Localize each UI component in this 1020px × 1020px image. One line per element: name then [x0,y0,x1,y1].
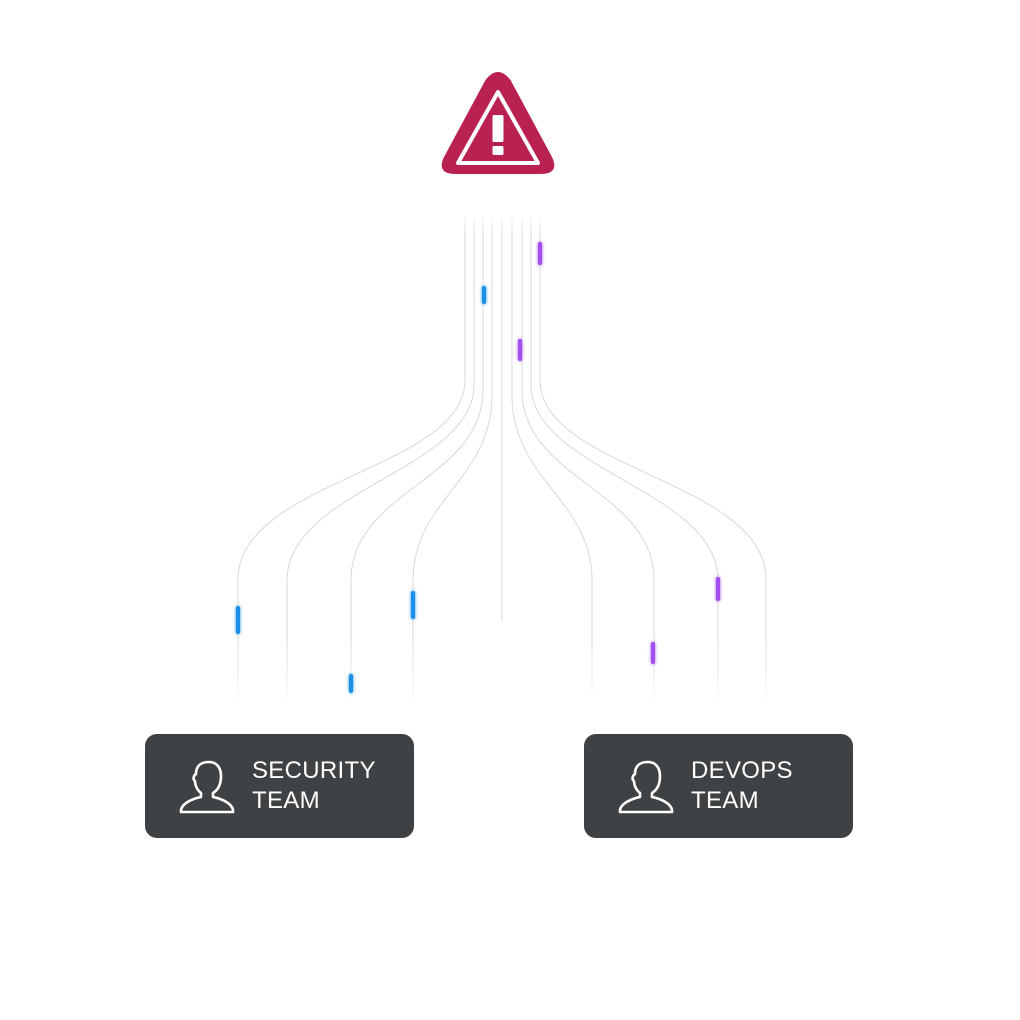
team-label-line2: TEAM [252,787,320,814]
warning-exclamation-dot [492,146,504,155]
devops-team-card: DEVOPS TEAM [584,734,853,838]
flow-line [237,217,466,700]
flow-fade-top [440,210,570,232]
flow-line [521,217,655,700]
user-icon [179,760,235,814]
warning-exclamation-bar [492,115,504,142]
team-label-line2: TEAM [691,787,759,814]
devops-team-label: DEVOPS TEAM [691,756,793,816]
signal-pulses [236,242,720,693]
flow-fade-bottom [220,640,790,710]
flow-lines [237,217,767,700]
warning-triangle-icon [441,72,555,174]
flow-line [530,217,719,700]
team-label-line1: SECURITY [252,757,376,784]
security-team-label: SECURITY TEAM [252,756,376,816]
flow-line [350,217,484,700]
flow-line [511,217,593,700]
warning-triangle-inner-outline [456,90,540,165]
flow-line [539,217,767,700]
flow-line [412,217,493,700]
user-icon [618,760,674,814]
security-team-card: SECURITY TEAM [145,734,414,838]
flow-line [286,217,475,700]
team-label-line1: DEVOPS [691,757,793,784]
